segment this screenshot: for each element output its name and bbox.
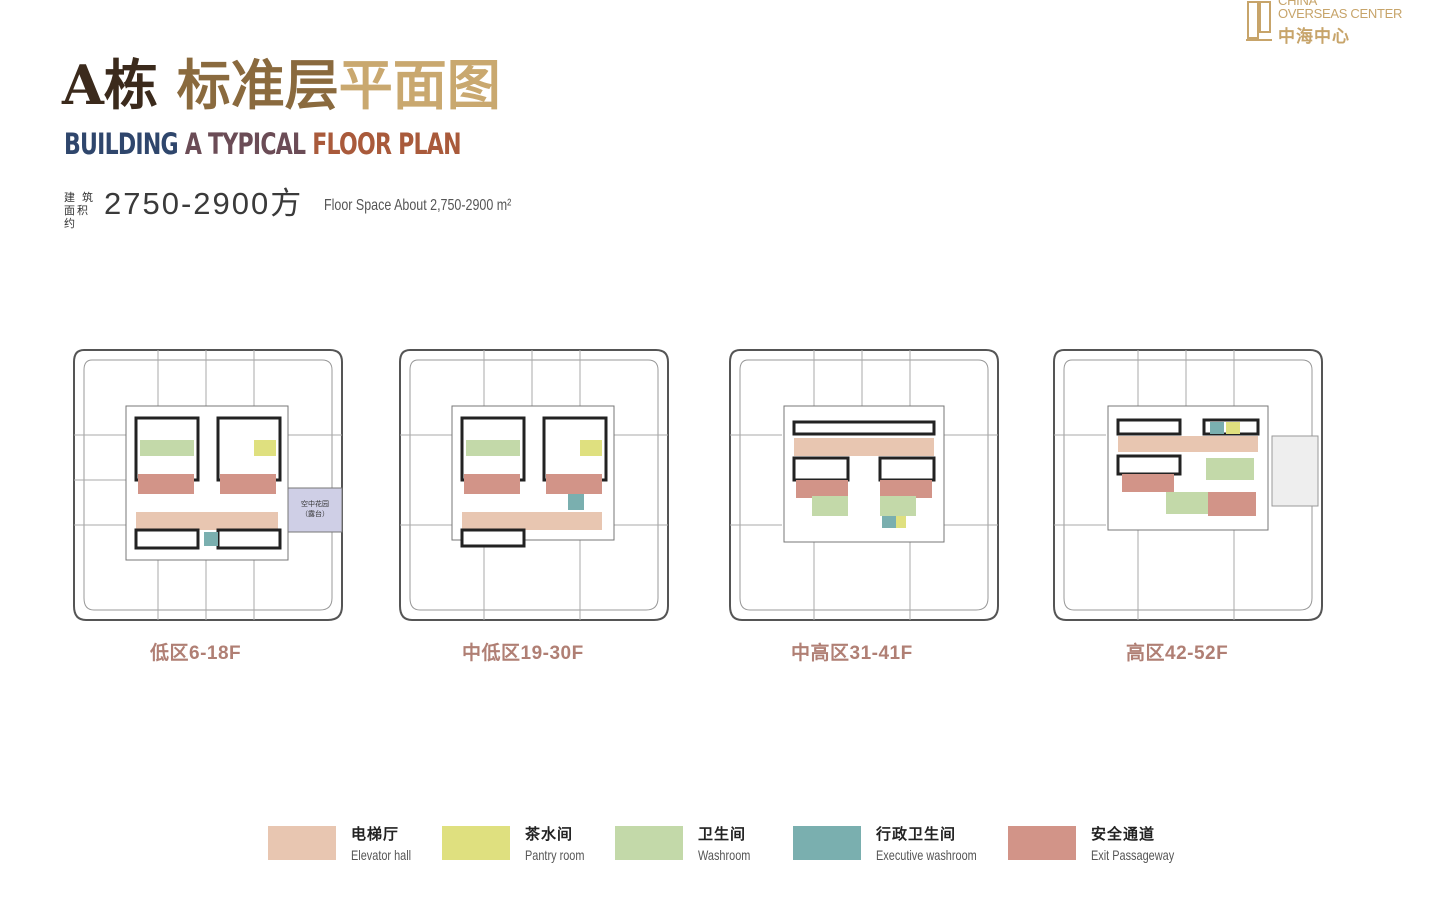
legend-swatch-pantry <box>442 826 510 860</box>
legend-swatch-elevator <box>268 826 336 860</box>
zone-label-high: 高区42-52F <box>1126 643 1229 664</box>
zone-label-mid-high: 中高区31-41F <box>791 643 913 664</box>
floor-plan-mid-low <box>399 349 669 621</box>
area-english: Floor Space About 2,750-2900 m² <box>324 197 512 214</box>
title-en-part1: BUILDING <box>64 127 185 161</box>
title-cn-part2: 标准层 <box>176 53 339 117</box>
title-en-part2: A TYPICAL <box>184 127 313 161</box>
legend-label-cn: 茶水间 <box>525 826 574 843</box>
legend-label-en: Exit Passageway <box>1091 847 1175 863</box>
legend-label-en: Elevator hall <box>351 847 412 863</box>
zone-label-mid-low: 中低区19-30F <box>462 643 584 664</box>
logo-line2: OVERSEAS CENTER <box>1278 6 1403 21</box>
area-value: 2750-2900方 <box>104 186 304 221</box>
legend-swatch-washroom <box>615 826 683 860</box>
logo-cn: 中海中心 <box>1278 27 1350 47</box>
legend-label-en: Washroom <box>698 847 751 863</box>
terrace-label-2: （露台） <box>301 509 329 518</box>
legend-label-cn: 电梯厅 <box>351 826 400 843</box>
legend-label-cn: 卫生间 <box>698 826 747 843</box>
legend-label-en: Executive washroom <box>876 847 977 863</box>
floor-plan-mid-high <box>729 349 999 621</box>
legend-label-en: Pantry room <box>525 847 585 863</box>
floor-plan-high <box>1053 349 1323 621</box>
legend-label-cn: 安全通道 <box>1091 826 1156 843</box>
title-cn-part3: 平面图 <box>338 53 501 117</box>
legend-swatch-executive <box>793 826 861 860</box>
title-cn-part1: A栋 <box>62 53 177 117</box>
page-title-en: BUILDING A TYPICAL FLOOR PLAN <box>64 124 462 164</box>
area-label: 建 筑 面积约 <box>64 192 96 230</box>
logo-mark-icon <box>1246 1 1272 41</box>
legend-label-cn: 行政卫生间 <box>876 826 957 843</box>
floor-plans: 空中花园 （露台） <box>0 340 1440 630</box>
legend-swatch-exit <box>1008 826 1076 860</box>
zone-label-low: 低区6-18F <box>150 643 242 664</box>
brand-logo: CHINA OVERSEAS CENTER 中海中心 <box>1244 0 1414 48</box>
floor-plan-low: 空中花园 （露台） <box>73 349 343 621</box>
page-title-cn: A栋 标准层平面图 <box>62 52 501 118</box>
logo-line1: CHINA <box>1278 0 1317 8</box>
terrace-label: 空中花园 <box>301 499 329 508</box>
title-en-part3: FLOOR PLAN <box>312 127 461 161</box>
